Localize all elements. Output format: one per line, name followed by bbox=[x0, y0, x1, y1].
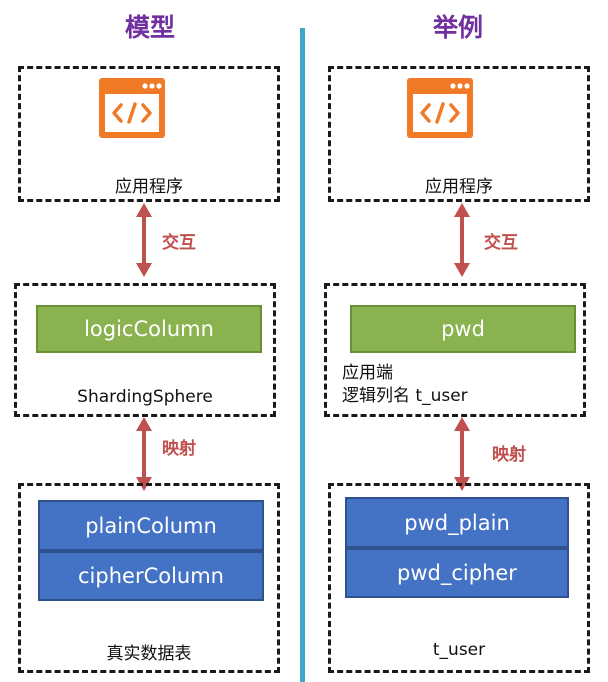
example-app-box bbox=[328, 66, 590, 202]
model-interaction-label: 交互 bbox=[162, 233, 196, 253]
example-logic-column: pwd bbox=[350, 305, 576, 353]
example-cipher-column: pwd_cipher bbox=[345, 548, 569, 598]
example-mapping-arrow bbox=[454, 417, 470, 491]
model-logic-column: logicColumn bbox=[36, 305, 262, 353]
example-middleware-line1: 应用端 bbox=[342, 363, 393, 383]
model-middleware-label: ShardingSphere bbox=[77, 387, 213, 407]
example-table-box bbox=[328, 483, 590, 673]
model-middleware-box bbox=[14, 283, 276, 417]
example-table-label: t_user bbox=[432, 640, 486, 660]
example-interaction-arrow bbox=[454, 203, 470, 277]
column-divider bbox=[300, 28, 305, 682]
code-window-icon bbox=[99, 78, 165, 138]
model-mapping-arrow bbox=[136, 417, 152, 491]
model-interaction-arrow bbox=[136, 203, 152, 277]
example-middleware-box bbox=[324, 283, 586, 417]
example-plain-column: pwd_plain bbox=[345, 497, 569, 548]
example-mapping-label: 映射 bbox=[492, 445, 526, 465]
model-cipher-column: cipherColumn bbox=[38, 551, 264, 601]
model-heading: 模型 bbox=[124, 13, 175, 42]
model-app-box bbox=[18, 66, 280, 202]
model-table-box bbox=[18, 483, 280, 673]
example-interaction-label: 交互 bbox=[484, 233, 518, 253]
code-window-icon bbox=[407, 78, 473, 138]
example-middleware-line2: 逻辑列名 t_user bbox=[342, 386, 468, 406]
example-app-label: 应用程序 bbox=[425, 177, 493, 197]
model-table-label: 真实数据表 bbox=[106, 644, 192, 664]
example-heading: 举例 bbox=[432, 13, 483, 42]
model-plain-column: plainColumn bbox=[38, 500, 264, 551]
model-mapping-label: 映射 bbox=[162, 439, 196, 459]
model-app-label: 应用程序 bbox=[115, 177, 183, 197]
